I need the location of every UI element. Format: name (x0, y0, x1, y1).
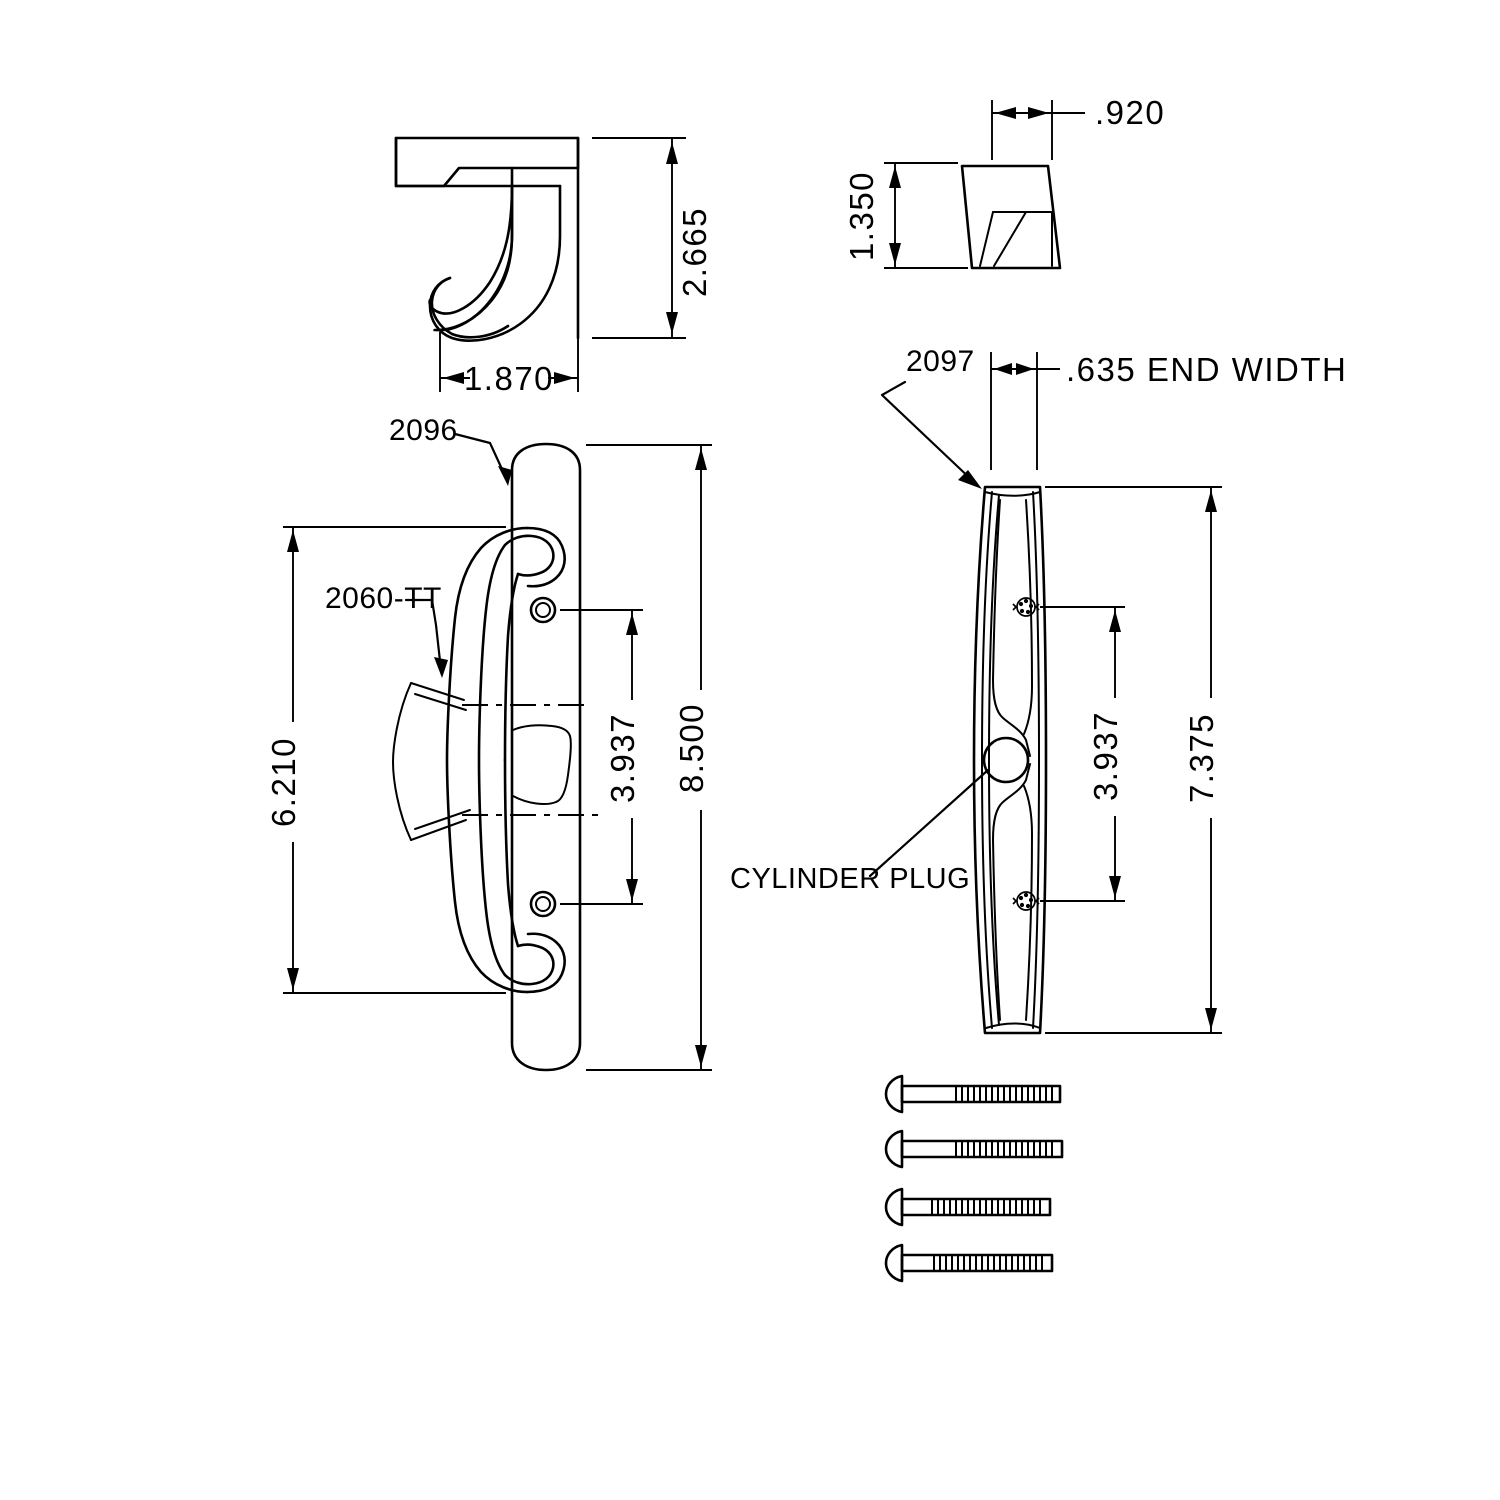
view-fasteners (884, 1074, 1064, 1283)
view-front-elevation: 2096 2060-TT 6.210 3.937 8.500 (265, 414, 723, 1072)
dimtext-8500-mask (681, 690, 723, 810)
label-cylinder-plug: CYLINDER PLUG (730, 863, 970, 895)
arrow-1870-right (554, 372, 575, 384)
arrow-1350-up (889, 166, 901, 188)
edgeplate-recess-lower2 (1023, 785, 1033, 1021)
handle-lower-hook-outer (525, 932, 566, 994)
screw-1-threads (955, 1085, 1053, 1103)
section-outline (960, 164, 1062, 270)
arrowhead-2060tt (434, 657, 448, 678)
screw-hole-upper (529, 596, 557, 624)
edgeplate-right-thickness (1032, 491, 1040, 1029)
thumbturn-bottom-edge (410, 819, 467, 841)
cylinder-plug-hole (982, 736, 1030, 784)
dimtext-1870: 1.870 (464, 360, 554, 397)
screw-2-threads (955, 1140, 1053, 1158)
arrow-6210-down (287, 968, 299, 990)
arrow-2665-up (666, 142, 678, 164)
edgeplate-bottom-cap (985, 1022, 1041, 1029)
arrow-6210-up (287, 530, 299, 552)
section-inner-web (992, 211, 1053, 267)
arrow-1870-left (443, 372, 464, 384)
dimtext-1350: 1.350 (843, 171, 880, 261)
thumbturn-arc-left (392, 682, 412, 841)
dimtext-3937-front-mask (612, 700, 654, 818)
arrow-1350-down (889, 243, 901, 265)
arrow-920-left (995, 107, 1016, 119)
handle-inner-profile (477, 543, 507, 977)
thumbturn-top-edge2 (414, 693, 467, 711)
label-2096: 2096 (389, 414, 458, 447)
arrow-635-right (1016, 363, 1034, 375)
arrow-7375-down (1205, 1008, 1217, 1030)
handle-lower-hook-stem (503, 758, 520, 948)
dimtext-6210: 6.210 (265, 737, 302, 827)
edgeplate-outline (972, 485, 1048, 1035)
leader-2097 (880, 380, 977, 485)
profile-lever-tip (435, 184, 514, 332)
edgeplate-top-cap (984, 491, 1041, 497)
section-inner-web-diag (993, 211, 1027, 267)
edgeplate-recess-upper (992, 499, 1031, 757)
screw-hole-lower (529, 890, 557, 918)
arrow-8500-down (695, 1045, 707, 1067)
profile-lever-tip-underside (428, 184, 562, 342)
leader-2060tt (404, 598, 443, 672)
edgeplate-fastener-upper (1012, 597, 1040, 617)
dimtext-3937-edge-mask (1095, 698, 1137, 816)
view-end-section: .920 1.350 (843, 94, 1165, 270)
view-edge-plate: 2097 .635 END WIDTH CYLINDER PLUG 3.937 … (730, 345, 1347, 1035)
dimtext-3937-edge: 3.937 (1087, 711, 1124, 801)
handle-lower-hook-inner (503, 943, 555, 986)
arrow-3937-edge-down (1109, 876, 1121, 898)
screw-1 (884, 1074, 1062, 1114)
backplate-outline (510, 442, 582, 1072)
dimtext-635-end-width: .635 END WIDTH (1066, 351, 1347, 388)
leader-cylinder-plug (868, 768, 990, 878)
dimtext-3937-front: 3.937 (604, 713, 641, 803)
edgeplate-left-thickness (981, 491, 993, 1029)
section-inner-web-left (979, 211, 994, 267)
view-handle-side-profile: 2.665 1.870 (394, 136, 713, 397)
edgeplate-recess-upper2 (1023, 499, 1033, 735)
arrow-3937-edge-up (1109, 610, 1121, 632)
label-2097: 2097 (906, 345, 975, 378)
dimtext-1870-mask (470, 360, 548, 396)
arrowhead-2097 (958, 470, 982, 489)
edgeplate-fastener-lower (1012, 891, 1040, 911)
edgeplate-recess-lower (992, 763, 1031, 1021)
handle-outer-profile (445, 526, 529, 994)
thumbturn-top-edge (410, 682, 465, 701)
profile-boss-notch (394, 136, 514, 188)
dimtext-7375-mask (1191, 698, 1233, 818)
screw-3-threads (931, 1198, 1041, 1216)
screw-2 (884, 1129, 1064, 1169)
thumbturn-bottom-edge2 (414, 809, 471, 830)
edgeplate-left-thickness2 (988, 494, 1000, 1026)
handle-upper-hook-stem (503, 572, 520, 762)
handle-upper-hook-inner (503, 534, 555, 577)
arrow-7375-up (1205, 490, 1217, 512)
screw-4-threads (933, 1254, 1043, 1272)
arrow-3937-front-up (626, 613, 638, 635)
dimtext-920: .920 (1095, 94, 1165, 131)
arrow-2665-down (666, 312, 678, 334)
dimtext-7375: 7.375 (1183, 713, 1220, 803)
arrowhead-2096 (498, 466, 512, 486)
label-2060tt: 2060-TT (325, 582, 442, 615)
arrow-3937-front-down (626, 879, 638, 901)
arrow-635-left (994, 363, 1012, 375)
dimtext-6210-mask (272, 722, 314, 842)
arrow-920-right (1028, 107, 1049, 119)
dimtext-8500: 8.500 (673, 703, 710, 793)
latch-flag-shape (512, 724, 572, 805)
handle-upper-hook-outer (525, 526, 566, 588)
profile-lever-bulb-left (430, 276, 510, 339)
dimtext-2665: 2.665 (676, 207, 713, 297)
screw-4 (884, 1243, 1054, 1283)
arrow-8500-up (695, 448, 707, 470)
screw-3 (884, 1187, 1052, 1227)
